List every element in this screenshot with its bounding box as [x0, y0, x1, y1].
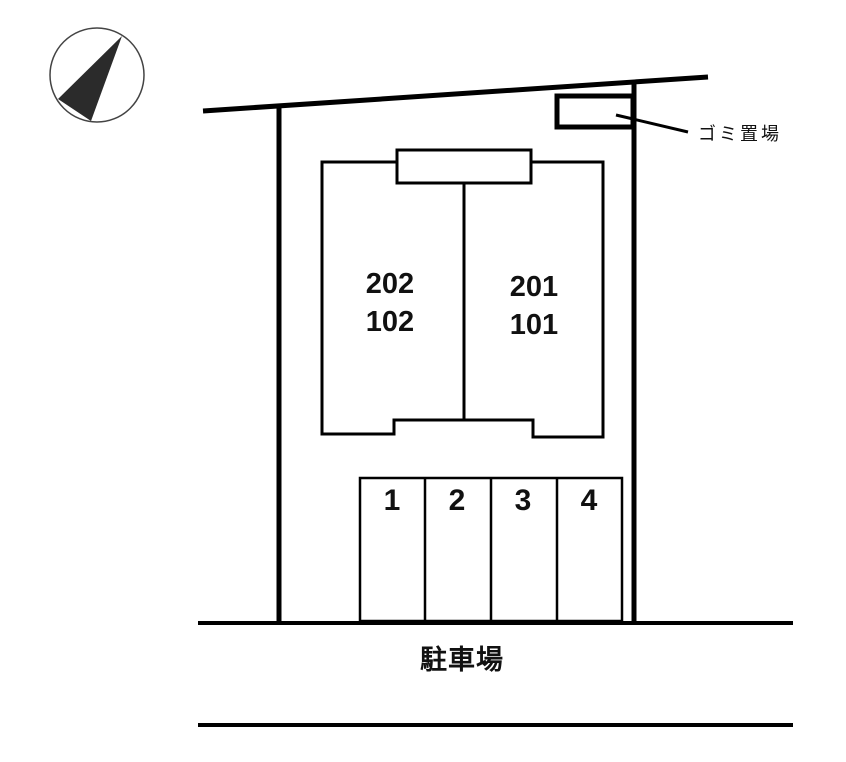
building	[320, 148, 605, 439]
unit-lower: 101	[509, 309, 559, 341]
unit-label-right: 201 101	[494, 268, 574, 344]
north-arrow-icon	[49, 27, 145, 123]
unit-upper: 202	[365, 268, 415, 300]
boundary-top	[202, 74, 709, 114]
unit-lower: 102	[365, 306, 415, 338]
parking-slots	[358, 476, 624, 623]
garbage-area	[554, 93, 636, 130]
parking-slot-3: 3	[514, 484, 532, 517]
parking-slot-4: 4	[580, 484, 598, 517]
parking-label: 駐車場	[420, 645, 504, 676]
parking-slot-1: 1	[383, 484, 401, 517]
unit-label-left: 202 102	[350, 265, 430, 341]
garbage-leader-line	[615, 113, 689, 134]
parking-slot-2: 2	[448, 484, 466, 517]
unit-upper: 201	[509, 271, 559, 303]
garbage-label: ゴミ置場	[698, 124, 782, 145]
